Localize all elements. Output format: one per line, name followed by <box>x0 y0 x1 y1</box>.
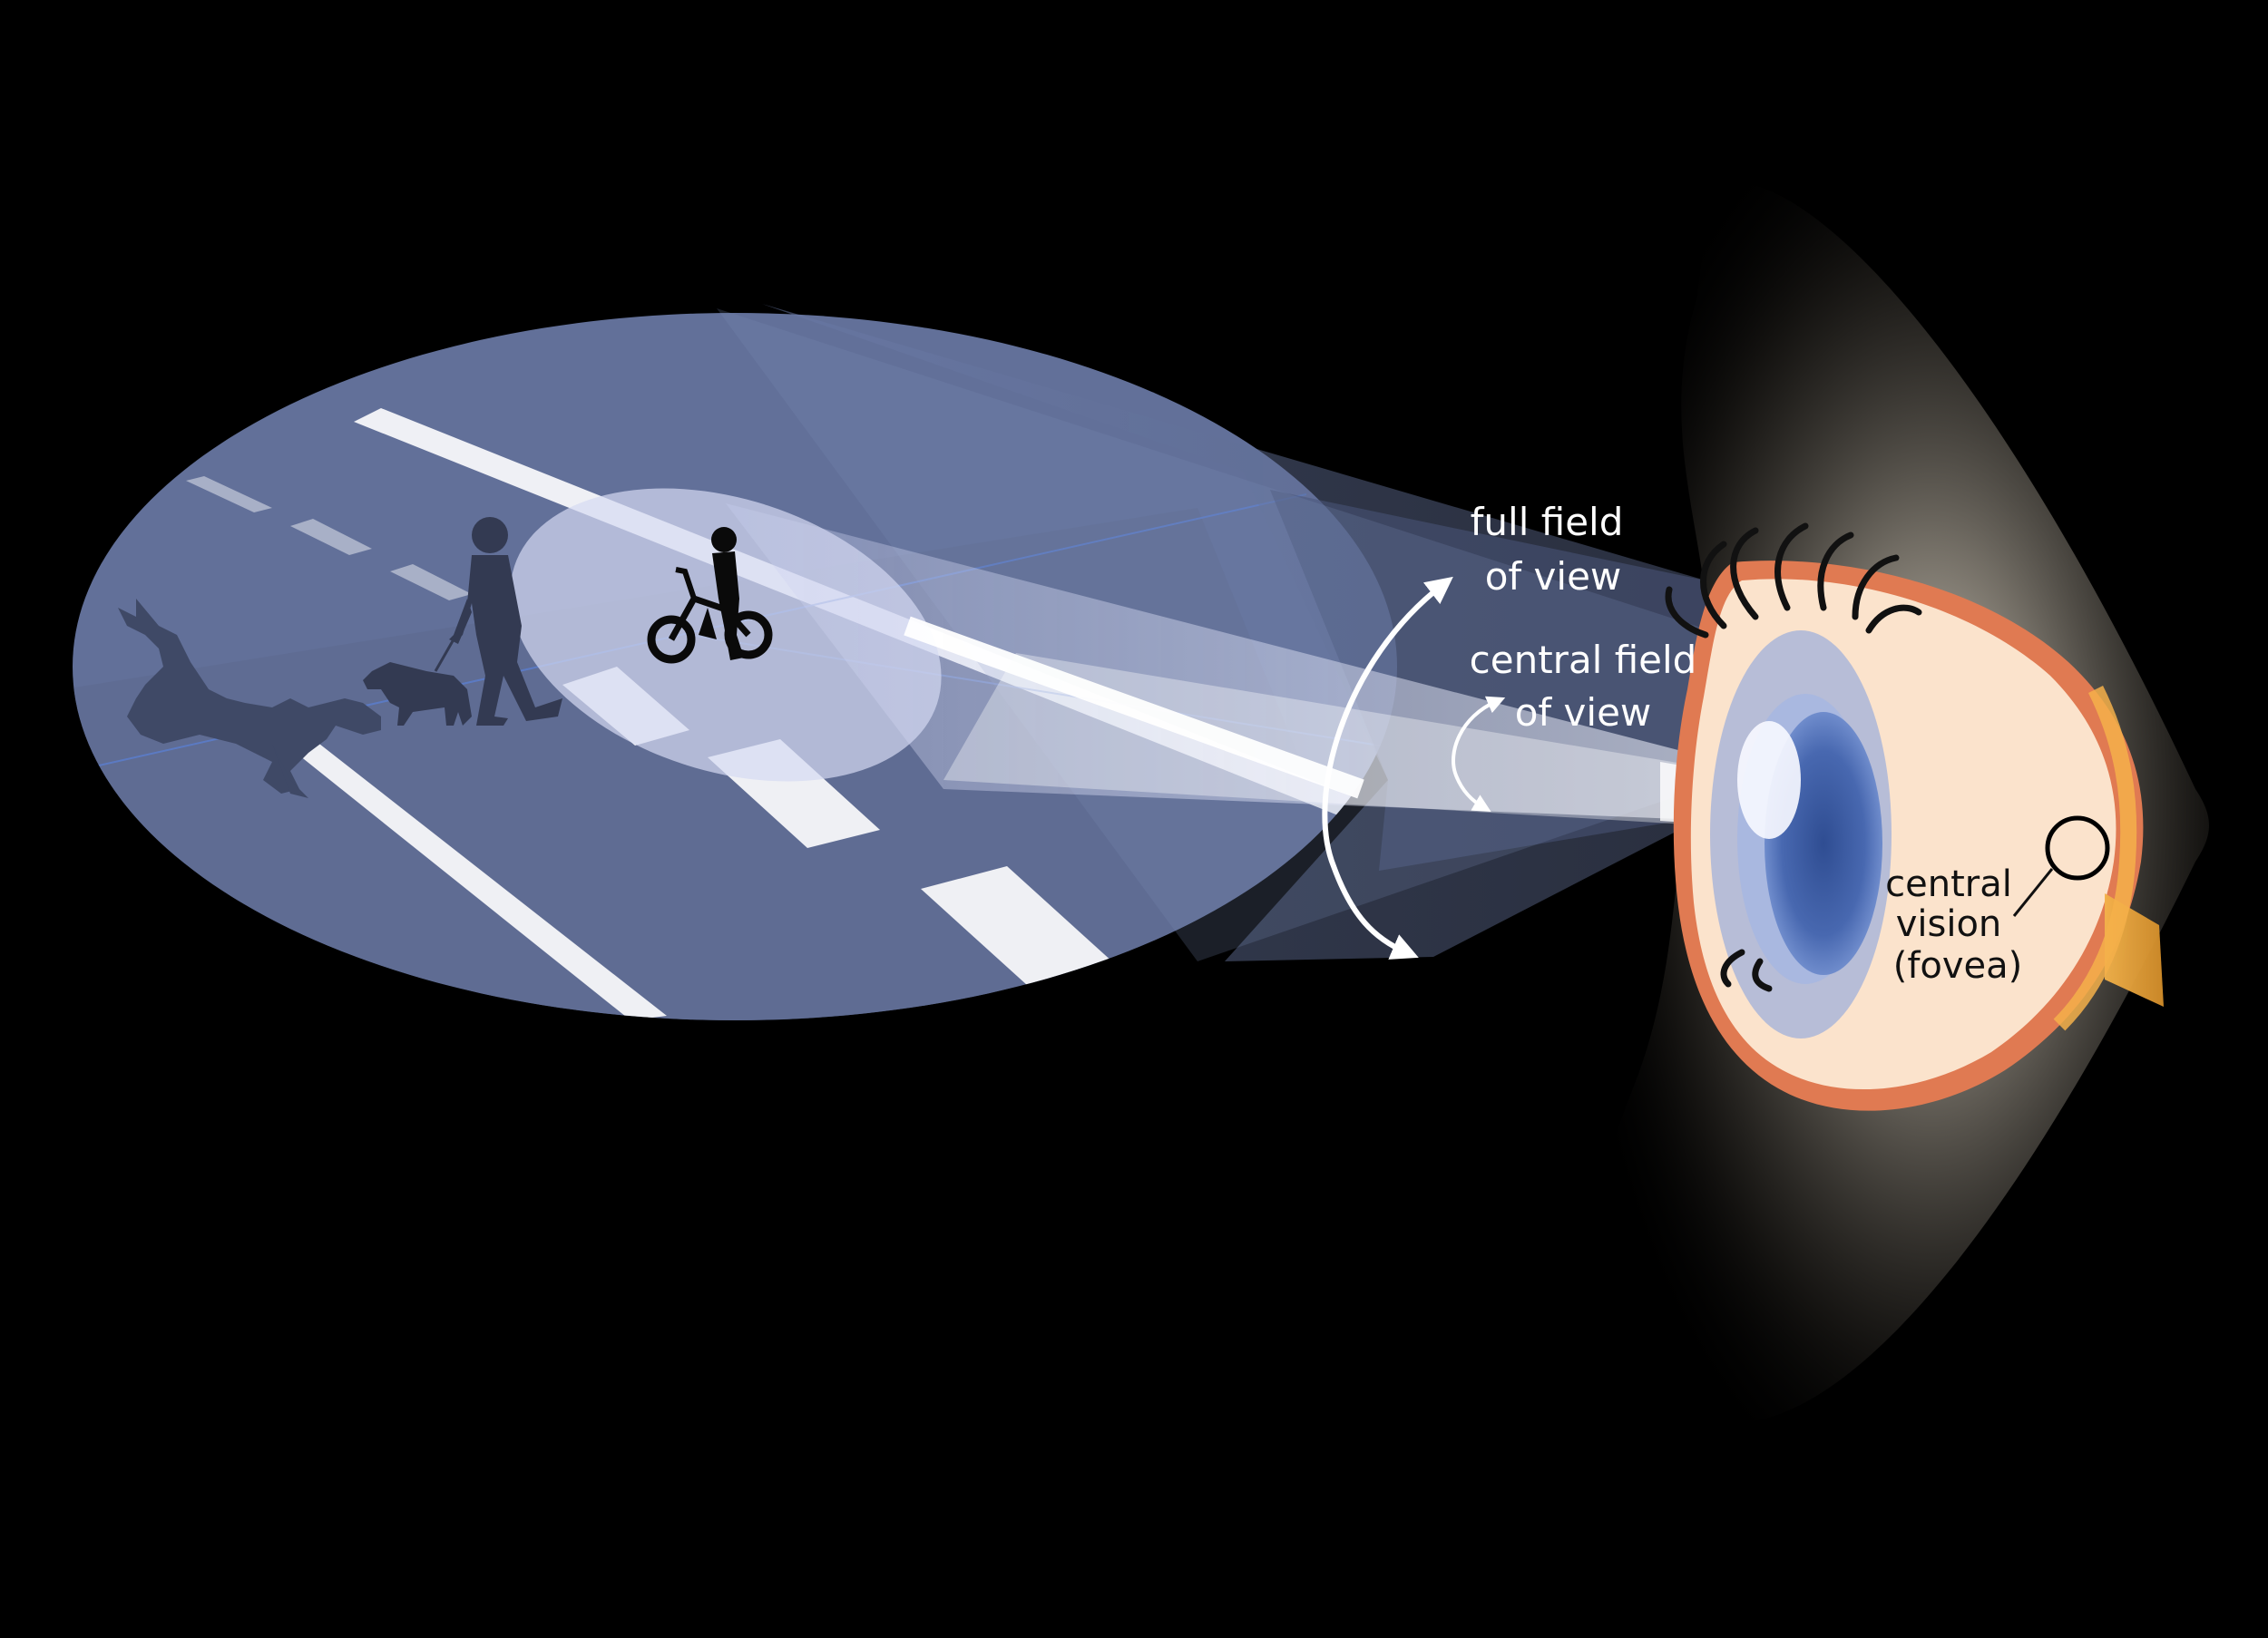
central-vision-label-line2: vision <box>1896 903 2002 945</box>
child-with-bicycle-silhouette-icon <box>647 527 773 664</box>
eyelash-icon <box>1665 522 1922 992</box>
full-field-arrow <box>1322 576 1453 960</box>
central-vision-label-line1: central <box>1885 863 2012 905</box>
central-field-label-line1: central field <box>1470 638 1697 682</box>
eye-illustration <box>1673 561 2164 1111</box>
lens-highlight <box>1737 721 1801 839</box>
deer-silhouette-icon <box>118 599 381 798</box>
person-walking-dog-silhouette-icon <box>363 517 562 726</box>
central-vision-label-line3: (fovea) <box>1893 945 2023 987</box>
central-field-label-line2: of view <box>1515 690 1652 735</box>
full-field-label-line1: full field <box>1471 500 1624 544</box>
central-field-arrow <box>1452 696 1506 813</box>
fovea-circle-icon <box>2045 815 2110 881</box>
full-field-label-line2: of view <box>1485 554 1622 599</box>
fovea-pointer-line <box>2012 868 2054 917</box>
